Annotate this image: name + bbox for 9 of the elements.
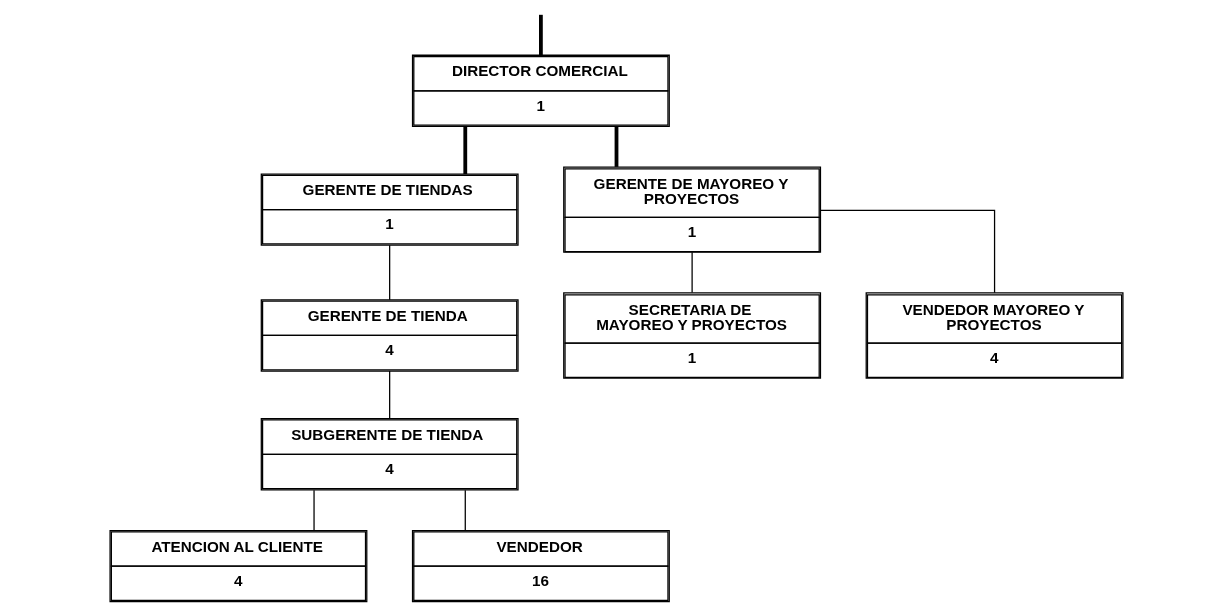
connector: [819, 209, 995, 294]
connector: [388, 244, 390, 301]
connector: [690, 251, 693, 294]
connector: [388, 370, 390, 420]
connector: [462, 126, 467, 175]
connector: [538, 14, 543, 56]
connector: [312, 489, 315, 531]
connector: [464, 489, 466, 531]
connector: [614, 126, 618, 167]
